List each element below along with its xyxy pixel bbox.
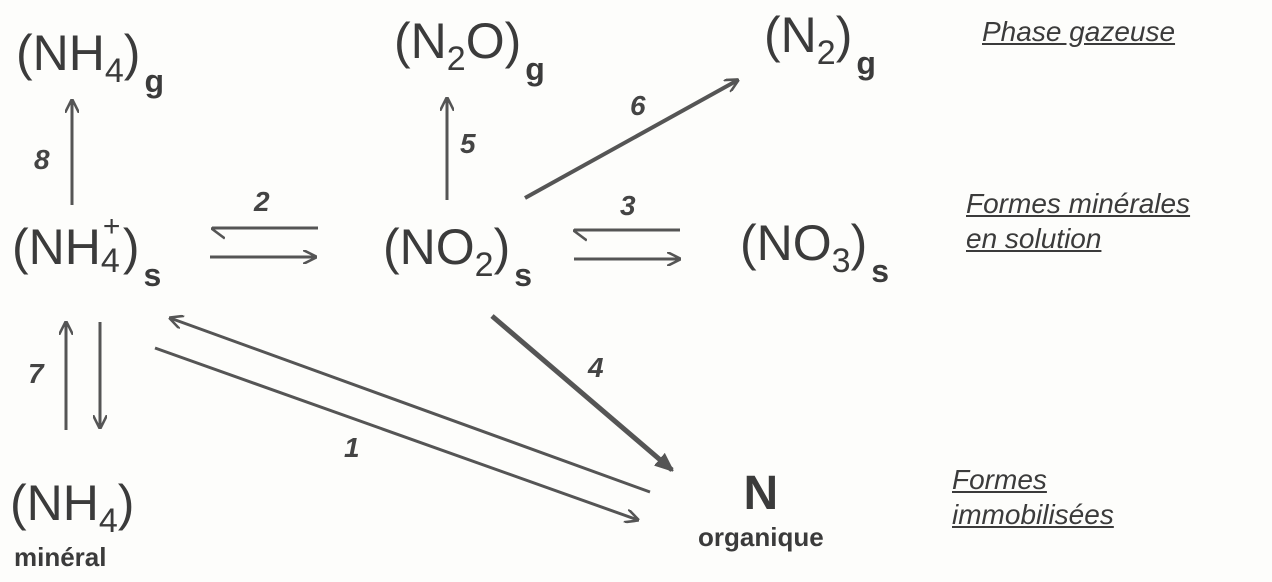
arrow-4 <box>490 314 672 470</box>
process-number-4: 4 <box>588 352 604 383</box>
nh4-sol-state: s <box>143 257 162 293</box>
n2o-gas-subscript: 2 <box>446 40 466 78</box>
node-nh4-mineral: (NH4) minéral <box>10 478 134 570</box>
no3-sol-formula: (NO <box>740 215 832 271</box>
arrow-6 <box>524 80 738 200</box>
n-org-caption: organique <box>698 522 824 552</box>
n2-gas-subscript: 2 <box>816 34 836 72</box>
n2-gas-formula: (N <box>764 7 817 63</box>
node-n2-gas: (N2)g <box>764 7 876 79</box>
node-no2-solution: (NO2)s <box>383 219 532 291</box>
nh4-sol-formula: (NH <box>12 219 101 275</box>
process-number-2: 2 <box>254 186 270 217</box>
no2-sol-state: s <box>514 257 533 293</box>
nh4-gas-formula: (NH <box>16 25 105 81</box>
node-nh4-solution: (NH+4)s <box>12 212 161 292</box>
nh4-sol-close: ) <box>122 219 140 275</box>
nh4-min-formula: (NH <box>10 475 99 531</box>
arrow-1-forward <box>154 346 638 520</box>
node-no3-solution: (NO3)s <box>740 215 889 287</box>
label-mineral-forms: Formes minérales en solution <box>966 186 1190 256</box>
process-number-7: 7 <box>28 358 44 389</box>
n2o-gas-formula: (N <box>394 13 447 69</box>
no3-sol-subscript: 3 <box>831 242 851 280</box>
gas-phase-text: Phase gazeuse <box>982 16 1176 47</box>
n2-gas-state: g <box>856 45 876 81</box>
mineral-line1: Formes minérales <box>966 188 1191 219</box>
n2o-gas-state: g <box>525 51 545 87</box>
no3-sol-state: s <box>871 253 890 289</box>
mineral-line2: en solution <box>966 223 1102 254</box>
n2-gas-close: ) <box>835 7 853 63</box>
process-number-3: 3 <box>620 190 636 221</box>
node-nh4-gas: (NH4)g <box>16 25 164 97</box>
no2-sol-formula: (NO <box>383 219 475 275</box>
process-number-8: 8 <box>34 144 50 175</box>
immob-line2: immobilisées <box>952 499 1114 530</box>
label-immobilized-forms: Formes immobilisées <box>952 462 1114 532</box>
label-gas-phase: Phase gazeuse <box>982 14 1175 49</box>
n2o-gas-rest: O) <box>465 13 522 69</box>
immob-line1: Formes <box>952 464 1047 495</box>
nh4-sol-indices: +4 <box>101 212 123 279</box>
nh4-gas-subscript: 4 <box>104 52 124 90</box>
nh4-gas-state: g <box>144 63 164 99</box>
nh4-min-close: ) <box>117 475 135 531</box>
arrow-1-back <box>170 318 651 494</box>
node-n-organic: N organique <box>698 467 824 552</box>
nh4-min-subscript: 4 <box>98 502 118 540</box>
nh4-min-caption: minéral <box>14 542 107 572</box>
n-org-symbol: N <box>743 467 779 520</box>
no3-sol-close: ) <box>850 215 868 271</box>
no2-sol-close: ) <box>493 219 511 275</box>
process-number-5: 5 <box>460 128 476 159</box>
no2-sol-subscript: 2 <box>474 246 494 284</box>
process-number-6: 6 <box>630 90 646 121</box>
nh4-sol-subscript: 4 <box>100 242 120 280</box>
nh4-gas-close: ) <box>123 25 141 81</box>
node-n2o-gas: (N2O)g <box>394 13 545 85</box>
nh4-sol-charge: + <box>102 210 121 243</box>
process-number-1: 1 <box>344 432 360 463</box>
